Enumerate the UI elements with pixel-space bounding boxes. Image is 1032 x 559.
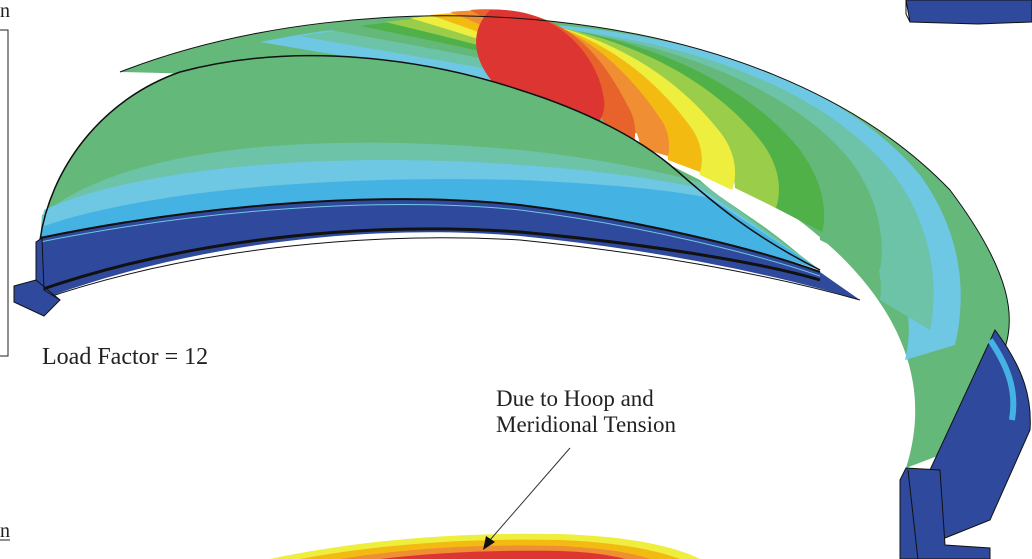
annotation-line-2: Meridional Tension xyxy=(496,412,677,437)
legend-frame-edge xyxy=(0,29,10,541)
ring-beam xyxy=(39,198,861,301)
right-leg xyxy=(899,329,1031,559)
base-fragment-top-right xyxy=(905,0,1032,25)
dome-outer-shell xyxy=(119,9,1010,468)
corner-label-fragment-top: n xyxy=(0,0,10,22)
left-footing xyxy=(13,237,61,317)
annotation-leader-arrow xyxy=(483,447,571,550)
dome-cut-section xyxy=(39,54,821,271)
load-factor-label: Load Factor = 12 xyxy=(42,344,209,370)
annotation-line-1: Due to Hoop and xyxy=(496,386,654,411)
corner-label-fragment-bottom: n xyxy=(0,520,10,542)
